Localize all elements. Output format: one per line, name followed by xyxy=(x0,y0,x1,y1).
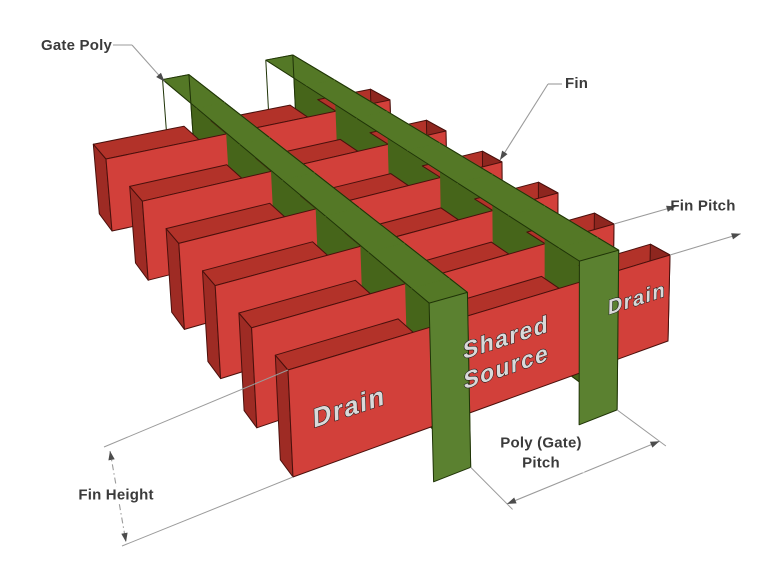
gate-2-ridge-edge xyxy=(544,205,598,239)
gate-2-ridge-edge xyxy=(334,79,388,113)
fin-pitch-label: Fin Pitch xyxy=(670,197,736,215)
gate-2-top-left-edge xyxy=(508,215,560,249)
gate-2-top-left-edge xyxy=(407,150,459,184)
gate-1-ridge-edge xyxy=(269,137,315,174)
gate-2-top-left-edge xyxy=(558,247,580,262)
poly-pitch-witness-line-left xyxy=(470,466,513,510)
gate-2-back-top-edge xyxy=(265,54,293,61)
fin-height-extension-line-bottom xyxy=(121,476,294,547)
gate-1-ridge-edge xyxy=(449,277,468,293)
poly-gate-pitch-label-line1: Poly (Gate) xyxy=(500,434,582,452)
gate-1-top-left-edge xyxy=(196,108,241,145)
gate-poly-arrowhead xyxy=(156,72,165,82)
gate-1-top-left-edge xyxy=(282,180,327,217)
gate-1-ridge-edge xyxy=(404,242,450,279)
gate-poly-label: Gate Poly xyxy=(41,37,112,54)
fin-pitch-arrowhead-lower xyxy=(731,233,741,240)
gate-2-ridge-edge xyxy=(387,111,441,144)
gate-1-top-left-edge xyxy=(325,216,370,253)
gate-2-top-left-edge xyxy=(265,59,307,87)
gate-2-top-left-edge xyxy=(356,118,408,152)
poly-pitch-dim-line xyxy=(506,440,660,505)
gate-2-front-end-face xyxy=(578,249,620,426)
poly-gate-pitch-label: Poly (Gate) Pitch xyxy=(497,433,585,473)
gate-1-front-end-face xyxy=(428,291,472,483)
gate-2-ridge-edge xyxy=(439,142,493,176)
gate-2-ridge-edge xyxy=(492,174,546,207)
gate-2-ridge-edge xyxy=(292,54,336,81)
fin-leader-line-diagonal xyxy=(499,83,549,161)
gate-1-top-face xyxy=(162,74,226,109)
fin-arrowhead xyxy=(500,150,508,160)
fin-pitch-witness-line-upper xyxy=(613,205,676,225)
fin-height-arrowhead-up xyxy=(108,451,115,461)
gate-1-top-left-edge xyxy=(239,144,284,181)
gate-2-ridge-edge xyxy=(597,237,619,251)
gate-2-top-left-edge xyxy=(305,85,358,119)
gate-2-top-left-edge xyxy=(457,182,509,217)
poly-pitch-witness-line-right xyxy=(616,409,667,447)
fin-label: Fin xyxy=(565,75,589,92)
poly-pitch-arrowhead-right xyxy=(649,441,660,448)
poly-gate-pitch-label-line2: Pitch xyxy=(522,454,560,471)
gate-1-ridge-edge xyxy=(314,172,360,209)
gate-1-ridge-edge xyxy=(188,74,226,104)
poly-pitch-arrowhead-left xyxy=(507,497,517,504)
fin-pitch-arrowhead-upper xyxy=(666,205,676,212)
gate-1-back-top-edge xyxy=(162,74,189,81)
fin-pitch-witness-line-lower xyxy=(669,233,741,256)
fin-height-arrowhead-down xyxy=(121,532,128,542)
gate-1-top-left-edge xyxy=(368,252,413,290)
gate-1-ridge-edge xyxy=(224,102,271,139)
gate-1-top-left-edge xyxy=(411,288,430,304)
fin-height-label: Fin Height xyxy=(76,486,156,504)
fin-height-extension-line-top xyxy=(103,369,289,448)
gate-1-ridge-edge xyxy=(359,207,405,244)
